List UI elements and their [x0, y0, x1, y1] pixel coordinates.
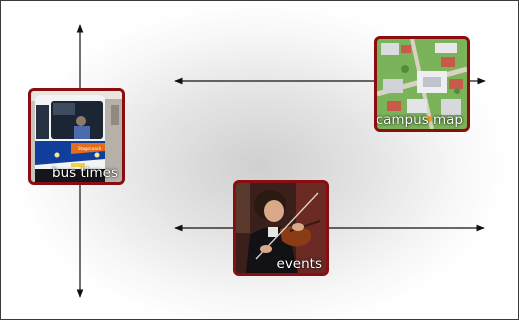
- campus-map-label: campus map: [375, 112, 463, 128]
- bus-photo: Stagecoach: [31, 91, 122, 182]
- events-tile[interactable]: events: [233, 180, 329, 276]
- svg-text:Stagecoach: Stagecoach: [78, 146, 102, 151]
- bus-times-label: bus times: [52, 165, 118, 181]
- campus-map-image: [377, 39, 467, 129]
- violinist-photo: [236, 183, 326, 273]
- bus-times-tile[interactable]: Stagecoach bus times: [28, 88, 125, 185]
- events-label: events: [276, 256, 322, 272]
- campus-map-tile[interactable]: campus map: [374, 36, 470, 132]
